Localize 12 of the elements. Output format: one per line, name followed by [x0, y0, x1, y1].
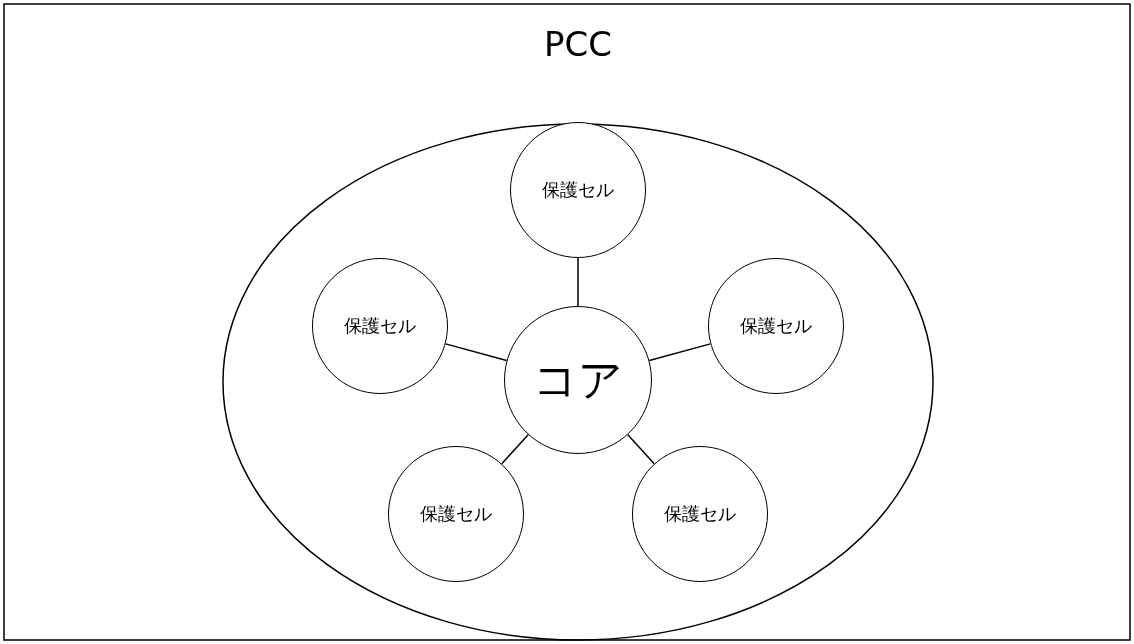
connector-line	[501, 433, 529, 465]
node-label: 保護セル	[344, 314, 416, 338]
node-label: 保護セル	[740, 314, 812, 338]
node-label: コア	[533, 352, 623, 407]
connector-line	[577, 257, 579, 307]
node-label: 保護セル	[664, 502, 736, 526]
connector-line	[444, 343, 508, 362]
group-title: PCC	[544, 24, 612, 64]
connector-line	[648, 343, 712, 362]
connector-line	[627, 433, 655, 465]
node-label: 保護セル	[420, 502, 492, 526]
node-label: 保護セル	[542, 178, 614, 202]
